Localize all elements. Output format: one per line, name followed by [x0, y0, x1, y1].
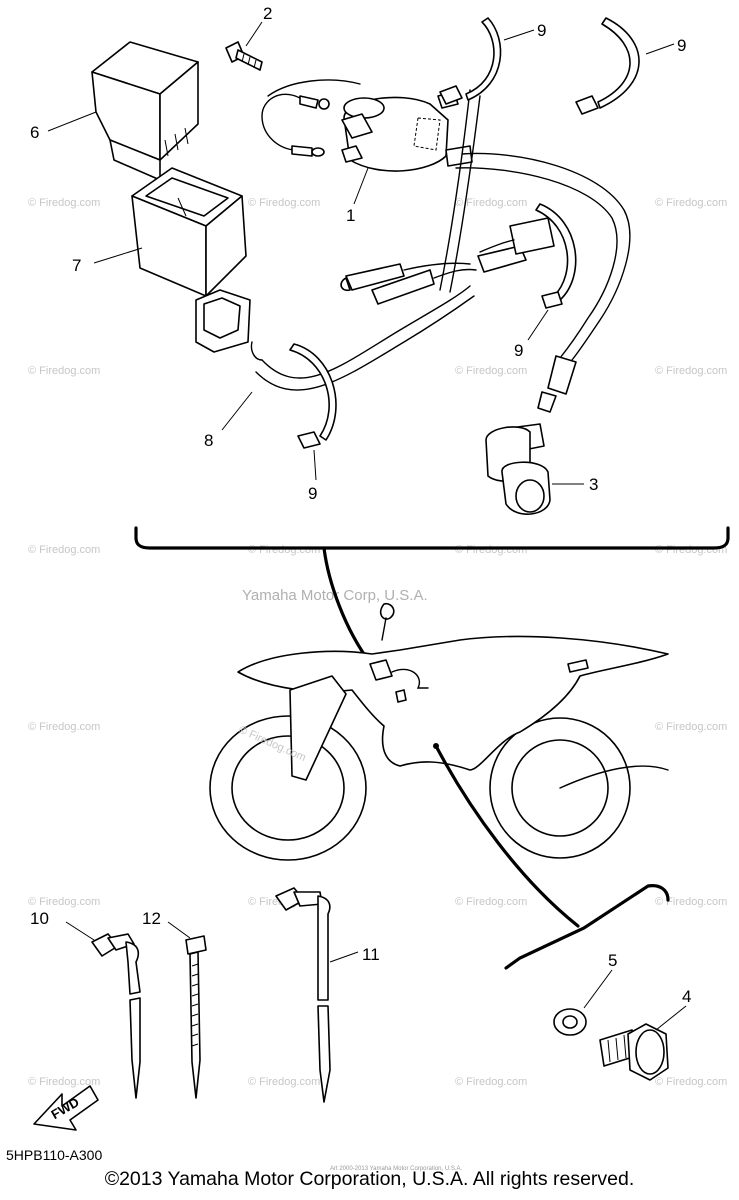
callout-6: 6: [30, 123, 39, 142]
watermark: © Firedog.com: [248, 544, 320, 556]
cable-tie-part-12[interactable]: [185, 935, 207, 1099]
clamp-part-9d[interactable]: [289, 343, 337, 449]
watermark: © Firedog.com: [455, 365, 527, 377]
leader-5: [583, 969, 613, 1009]
watermark: © Firedog.com: [28, 544, 100, 556]
ignition-coil-part-1[interactable]: [341, 91, 473, 172]
callout-12: 12: [142, 909, 161, 928]
clamp-part-9b[interactable]: [575, 17, 640, 115]
callout-5: 5: [608, 951, 617, 970]
band-part-11[interactable]: [275, 887, 331, 1103]
watermark: © Firedog.com: [655, 1076, 727, 1088]
fwd-arrow-icon: FWD: [33, 1085, 99, 1131]
watermark: © Firedog.com: [655, 896, 727, 908]
bolt-part-4[interactable]: [599, 1023, 669, 1081]
watermark: © Firedog.com: [655, 197, 727, 209]
callout-3: 3: [589, 475, 598, 494]
assembly-bracket: [134, 526, 730, 550]
watermark: © Firedog.com: [28, 721, 100, 733]
watermark: © Firedog.com: [455, 197, 527, 209]
watermark: © Firedog.com: [655, 721, 727, 733]
watermark: © Firedog.com: [28, 197, 100, 209]
leader-9a: [503, 29, 535, 41]
callout-10: 10: [30, 909, 49, 928]
cdi-holder-part-7[interactable]: [131, 167, 247, 297]
clamp-part-9c[interactable]: [535, 203, 577, 309]
watermark: © Firedog.com: [28, 896, 100, 908]
washer-part-5[interactable]: [553, 1008, 587, 1036]
copyright-notice: ©2013 Yamaha Motor Corporation, U.S.A. A…: [104, 1168, 635, 1190]
callout-9d: 9: [308, 484, 317, 503]
callout-9a: 9: [537, 21, 546, 40]
part-code: 5HPB110-A300: [6, 1147, 103, 1163]
callout-7: 7: [72, 256, 81, 275]
leader-9b: [645, 43, 675, 55]
fine-print: Art 2000-2013 Yamaha Motor Corporation, …: [330, 1166, 463, 1172]
bolt-part-2[interactable]: [225, 41, 263, 71]
leader-9d: [313, 449, 317, 481]
leader-6: [47, 111, 97, 132]
callout-1: 1: [346, 206, 355, 225]
callout-9c: 9: [514, 341, 523, 360]
spark-plug-cap-part-3[interactable]: [455, 152, 631, 515]
location-pointer-line-2: [434, 744, 580, 928]
leader-11: [329, 951, 359, 963]
leader-1: [353, 167, 369, 205]
leader-7: [93, 247, 143, 264]
wire-harness-part-8[interactable]: [195, 89, 555, 391]
leader-8: [221, 391, 253, 431]
location-pointer-line: [322, 546, 376, 670]
leader-4: [655, 1005, 687, 1031]
callout-4: 4: [682, 987, 691, 1006]
watermark: © Firedog.com: [655, 544, 727, 556]
leader-2: [245, 21, 263, 47]
callout-8: 8: [204, 431, 213, 450]
watermark: © Firedog.com: [455, 544, 527, 556]
callout-9b: 9: [677, 36, 686, 55]
leader-12: [167, 921, 191, 939]
watermark: © Firedog.com: [248, 1076, 320, 1088]
frame-detail-outline: [504, 884, 670, 970]
watermark: © Firedog.com: [248, 197, 320, 209]
watermark: © Firedog.com: [455, 1076, 527, 1088]
leader-9c: [527, 309, 549, 341]
watermark: © Firedog.com: [28, 365, 100, 377]
clamp-part-9a[interactable]: [439, 17, 502, 105]
callout-11: 11: [362, 945, 380, 964]
watermark: © Firedog.com: [455, 896, 527, 908]
callout-2: 2: [263, 4, 272, 23]
leader-10: [65, 921, 95, 941]
watermark: © Firedog.com: [28, 1076, 100, 1088]
motorcycle-outline: [209, 602, 669, 861]
cdi-unit-part-6[interactable]: [91, 41, 199, 181]
band-part-10[interactable]: [91, 933, 141, 1099]
watermark: © Firedog.com: [655, 365, 727, 377]
